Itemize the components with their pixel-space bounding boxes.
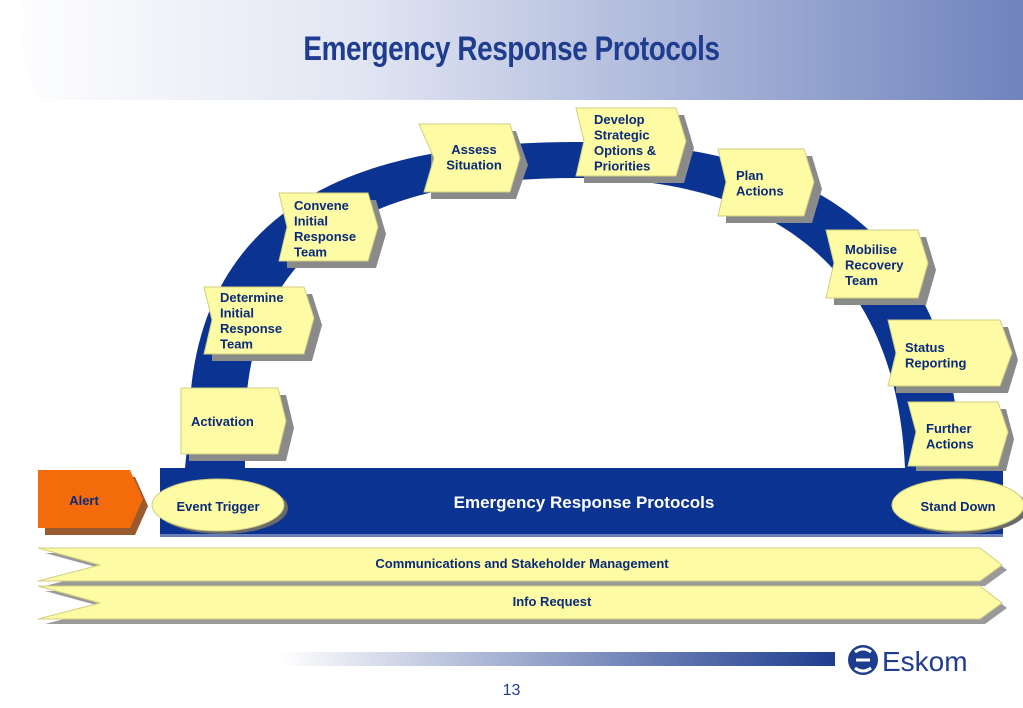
event-trigger-label: Event Trigger <box>176 499 259 514</box>
page-number: 13 <box>502 682 521 699</box>
stand-down-ellipse <box>891 478 1023 532</box>
step-label-line: Priorities <box>594 159 650 174</box>
step-label-line: Reporting <box>905 356 966 371</box>
main-protocol-bar <box>160 468 1003 536</box>
band-communications: Communications and Stakeholder Managemen… <box>37 547 1007 586</box>
step-label-line: Initial <box>220 306 254 321</box>
stand-down-label: Stand Down <box>920 499 995 514</box>
step-label-line: Response <box>220 321 282 336</box>
step-label-line: Status <box>905 340 945 355</box>
step-label-line: Team <box>845 273 878 288</box>
eskom-logo-text: Eskom <box>882 646 968 677</box>
step-label-line: Response <box>294 229 356 244</box>
step-label-line: Mobilise <box>845 242 897 257</box>
step-label-line: Team <box>294 245 327 260</box>
step-label-line: Activation <box>191 414 254 429</box>
event-trigger-ellipse <box>151 478 285 532</box>
header-banner <box>0 0 1023 100</box>
main-bar-label: Emergency Response Protocols <box>454 493 715 512</box>
step-label-line: Determine <box>220 290 284 305</box>
step-label-line: Plan <box>736 168 764 183</box>
step-label-line: Team <box>220 337 253 352</box>
process-arc <box>185 142 1003 470</box>
page-title: Emergency Response Protocols <box>303 30 720 68</box>
alert-label: Alert <box>69 493 99 508</box>
step-label-line: Options & <box>594 143 656 158</box>
step-label-activation: Activation <box>191 414 254 429</box>
step-label-line: Recovery <box>845 258 904 273</box>
eskom-logo: Eskom <box>848 645 968 677</box>
step-label-line: Initial <box>294 214 328 229</box>
step-label-line: Assess <box>451 142 497 157</box>
step-label-line: Convene <box>294 198 349 213</box>
step-activation: Activation <box>180 387 294 461</box>
band-communications-label: Communications and Stakeholder Managemen… <box>375 556 669 571</box>
band-info-request: Info Request <box>37 585 1007 624</box>
step-label-line: Develop <box>594 112 645 127</box>
step-label-line: Actions <box>926 437 974 452</box>
step-label-line: Actions <box>736 184 784 199</box>
step-label-line: Situation <box>446 158 502 173</box>
band-info-request-label: Info Request <box>513 594 592 609</box>
step-label-line: Further <box>926 421 972 436</box>
alert-box: Alert <box>38 470 148 535</box>
footer-bar <box>280 652 835 666</box>
step-label-line: Strategic <box>594 128 650 143</box>
